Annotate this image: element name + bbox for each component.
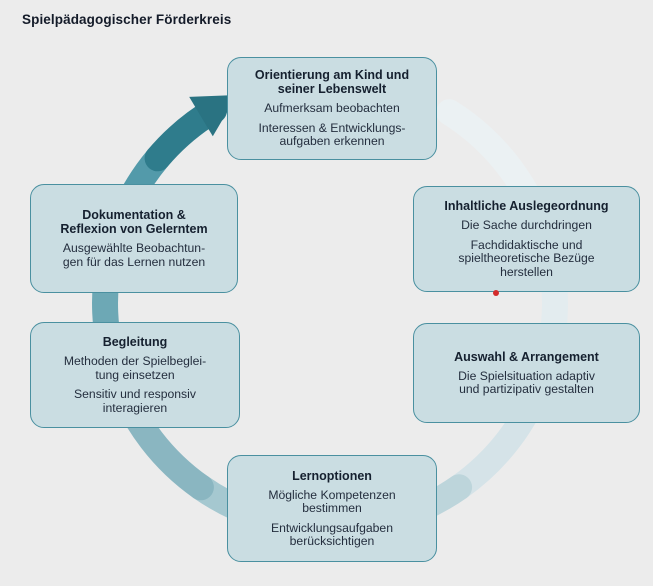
page-title: Spielpädagogischer Förderkreis xyxy=(22,12,232,27)
node-text: Aufmerksam beobachten xyxy=(264,101,400,116)
node-title: Begleitung xyxy=(102,335,168,349)
node-text: Sensitiv und responsiv interagieren xyxy=(74,387,196,415)
node-title: Inhaltliche Auslegeordnung xyxy=(444,199,609,213)
node-title: Dokumentation & Reflexion von Gelerntem xyxy=(60,208,208,236)
node-title: Auswahl & Arrangement xyxy=(454,349,599,364)
cycle-node-dokumentation-reflexion: Dokumentation & Reflexion von Gelerntem … xyxy=(30,184,238,293)
node-text: Entwicklungsaufgaben berücksichtigen xyxy=(271,520,393,548)
node-text: Fachdidaktische und spieltheoretische Be… xyxy=(458,237,595,279)
node-text: Methoden der Spielbeglei- tung einsetzen xyxy=(63,354,207,382)
node-text: Die Spielsituation adaptiv und partizipa… xyxy=(458,368,595,396)
node-text: Mögliche Kompetenzen bestimmen xyxy=(268,487,396,515)
node-text: Interessen & Entwicklungs- aufgaben erke… xyxy=(258,120,406,149)
cycle-node-inhaltliche-auslegeordnung: Inhaltliche Auslegeordnung Die Sache dur… xyxy=(413,186,640,292)
node-text: Die Sache durchdringen xyxy=(461,218,592,232)
cycle-node-auswahl-arrangement: Auswahl & Arrangement Die Spielsituation… xyxy=(413,323,640,423)
cycle-node-begleitung: Begleitung Methoden der Spielbeglei- tun… xyxy=(30,322,240,428)
node-text: Ausgewählte Beobachtun- gen für das Lern… xyxy=(62,241,206,269)
red-marker-dot xyxy=(493,290,499,296)
cycle-node-orientierung: Orientierung am Kind und seiner Lebenswe… xyxy=(227,57,437,160)
node-title: Orientierung am Kind und seiner Lebenswe… xyxy=(254,68,410,97)
arrow-head-icon xyxy=(189,95,237,137)
cycle-node-lernoptionen: Lernoptionen Mögliche Kompetenzen bestim… xyxy=(227,455,437,562)
node-title: Lernoptionen xyxy=(292,468,372,483)
